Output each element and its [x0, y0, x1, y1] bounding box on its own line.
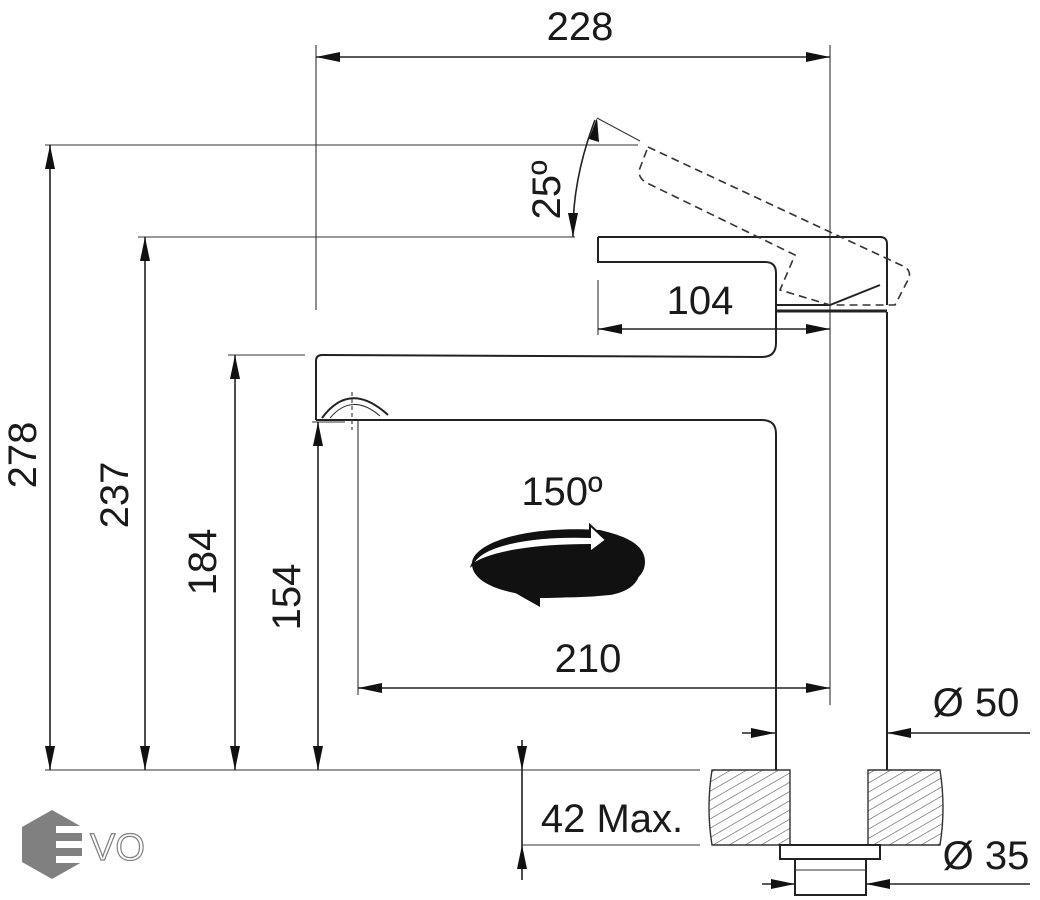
- faucet-outline: [315, 145, 911, 770]
- dim-lever-angle: 25º: [525, 160, 569, 219]
- dim-height-lever: 237: [93, 462, 137, 529]
- dim-height-spout-top: 184: [181, 529, 225, 596]
- dim-swivel-angle: 150º: [521, 470, 603, 514]
- aerator: [321, 397, 389, 419]
- lever-raised-position: [638, 145, 911, 306]
- dim-body-diameter: Ø 50: [933, 681, 1020, 725]
- swivel-rotation-icon: [469, 522, 645, 607]
- dim-height-outlet: 154: [265, 564, 309, 631]
- evo-logo: VO: [22, 810, 146, 879]
- extension-lines: [45, 45, 831, 846]
- dim-height-total: 278: [1, 422, 45, 489]
- dim-width-total: 228: [547, 5, 614, 49]
- dim-mount-thickness: 42 Max.: [541, 797, 683, 841]
- dim-lever-length: 104: [667, 279, 734, 323]
- countertop-section: [708, 769, 944, 896]
- dimension-lines: [45, 52, 1030, 889]
- dim-spout-reach: 210: [555, 637, 622, 681]
- svg-text:VO: VO: [90, 827, 145, 869]
- dim-shank-diameter: Ø 35: [943, 834, 1030, 878]
